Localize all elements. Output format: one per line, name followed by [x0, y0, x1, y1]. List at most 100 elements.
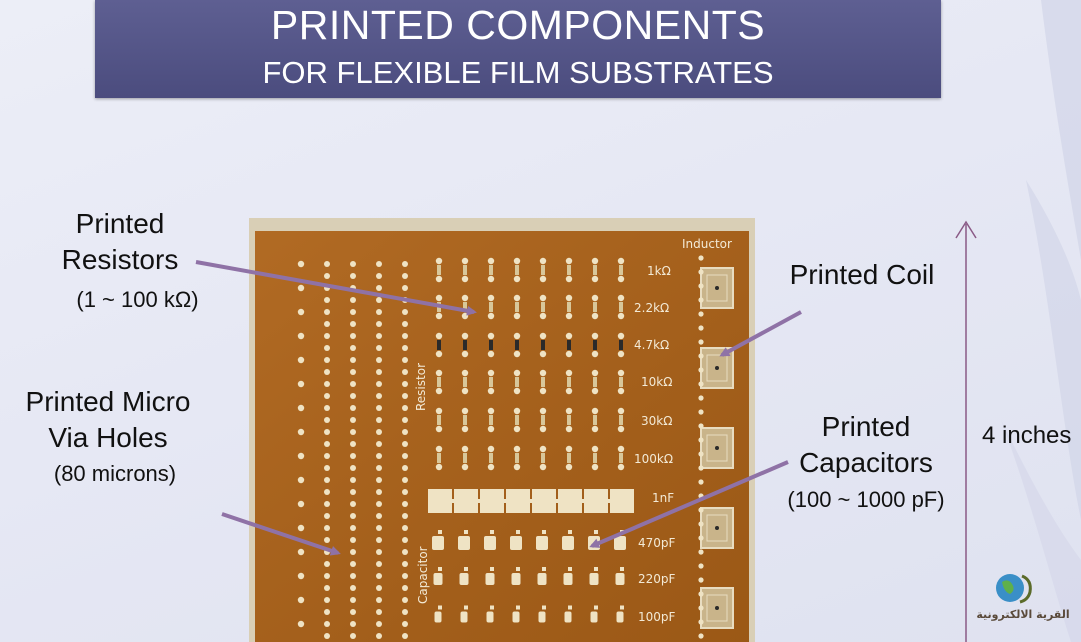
coil-center — [715, 606, 719, 610]
resistor-pad — [617, 425, 625, 433]
coil-via — [698, 591, 704, 597]
via-arrow — [221, 512, 341, 556]
via-hole — [402, 573, 408, 579]
resistor-pad — [435, 257, 443, 265]
resistor-pad — [617, 332, 625, 340]
resistor-pad — [487, 445, 495, 453]
via-hole — [350, 405, 356, 411]
capacitor-lead — [594, 605, 598, 610]
via-hole — [297, 356, 305, 364]
via-hole — [402, 633, 408, 639]
via-hole — [324, 261, 330, 267]
resistor-pad — [461, 294, 469, 302]
resistor-pad — [435, 445, 443, 453]
capacitors-label-line-2: Capacitors — [799, 447, 933, 478]
resistor-pad — [539, 332, 547, 340]
via-hole — [376, 453, 382, 459]
via-hole — [402, 405, 408, 411]
coil-via — [698, 563, 704, 569]
resistor-pad — [539, 350, 547, 358]
via-label-line-1: Printed Micro — [25, 386, 191, 417]
via-hole — [350, 381, 356, 387]
via-hole — [350, 561, 356, 567]
coil-via — [698, 395, 704, 401]
dimension-label: 4 inches — [982, 422, 1072, 449]
capacitor-lead — [490, 605, 494, 610]
resistor-body — [541, 340, 545, 350]
logo: القرية الالكترونية — [968, 568, 1078, 638]
capacitor-lead — [594, 567, 598, 571]
resistor-pad — [565, 332, 573, 340]
resistor-pad — [513, 350, 521, 358]
via-hole — [297, 308, 305, 316]
resistor-body — [463, 453, 467, 463]
resistor-pad — [617, 350, 625, 358]
via-hole — [402, 393, 408, 399]
resistor-pad — [565, 407, 573, 415]
via-hole — [402, 621, 408, 627]
via-hole — [350, 633, 356, 639]
capacitor-array — [428, 489, 634, 623]
via-hole — [402, 429, 408, 435]
resistor-pad — [539, 463, 547, 471]
resistor-body — [567, 302, 571, 312]
via-hole — [376, 609, 382, 615]
resistor-pad — [539, 407, 547, 415]
via-hole — [324, 333, 330, 339]
capacitor-lead — [594, 530, 598, 534]
capacitor-lead — [542, 530, 546, 534]
resistor-pad — [435, 387, 443, 395]
via-hole — [376, 345, 382, 351]
coil-via — [698, 409, 704, 415]
via-hole — [350, 417, 356, 423]
resistor-body — [463, 415, 467, 425]
coil-array — [698, 255, 734, 639]
resistor-pad — [435, 312, 443, 320]
coil-inner — [706, 514, 728, 542]
via-hole — [402, 465, 408, 471]
via-hole — [376, 369, 382, 375]
via-hole — [376, 429, 382, 435]
via-hole — [376, 573, 382, 579]
via-hole — [350, 453, 356, 459]
via-hole — [350, 549, 356, 555]
via-hole — [402, 261, 408, 267]
capacitor-pad — [510, 536, 522, 550]
resistor-body — [515, 340, 519, 350]
via-hole — [324, 381, 330, 387]
via-hole — [402, 417, 408, 423]
via-hole — [376, 297, 382, 303]
via-hole — [297, 284, 305, 292]
resistor-pad — [487, 407, 495, 415]
via-hole — [324, 609, 330, 615]
resistors-label-line-1: Printed — [75, 208, 165, 239]
via-label: Printed Micro Via Holes — [6, 384, 210, 456]
via-hole — [376, 585, 382, 591]
resistor-pad — [487, 369, 495, 377]
coil-via — [698, 325, 704, 331]
resistor-pad — [513, 294, 521, 302]
resistor-pad — [591, 294, 599, 302]
via-hole — [350, 441, 356, 447]
via-hole — [297, 572, 305, 580]
via-hole — [297, 596, 305, 604]
coil-via — [698, 283, 704, 289]
resistor-pad — [539, 294, 547, 302]
resistor-value-label: 2.2kΩ — [634, 301, 669, 315]
resistor-pad — [435, 463, 443, 471]
resistor-body — [515, 377, 519, 387]
capacitor-pad — [486, 611, 494, 623]
via-hole — [324, 597, 330, 603]
resistor-pad — [435, 407, 443, 415]
resistor-pad — [513, 387, 521, 395]
resistor-value-label: 1kΩ — [647, 264, 671, 278]
resistor-value-label: 100kΩ — [634, 452, 673, 466]
pcb-board: Inductor Resistor Capacitor 1kΩ 2.2kΩ 4.… — [249, 218, 755, 642]
coil-via — [698, 451, 704, 457]
via-hole — [402, 453, 408, 459]
via-hole — [297, 404, 305, 412]
resistor-pad — [617, 407, 625, 415]
via-hole — [324, 537, 330, 543]
capacitor-pad — [536, 536, 548, 550]
via-hole — [376, 513, 382, 519]
